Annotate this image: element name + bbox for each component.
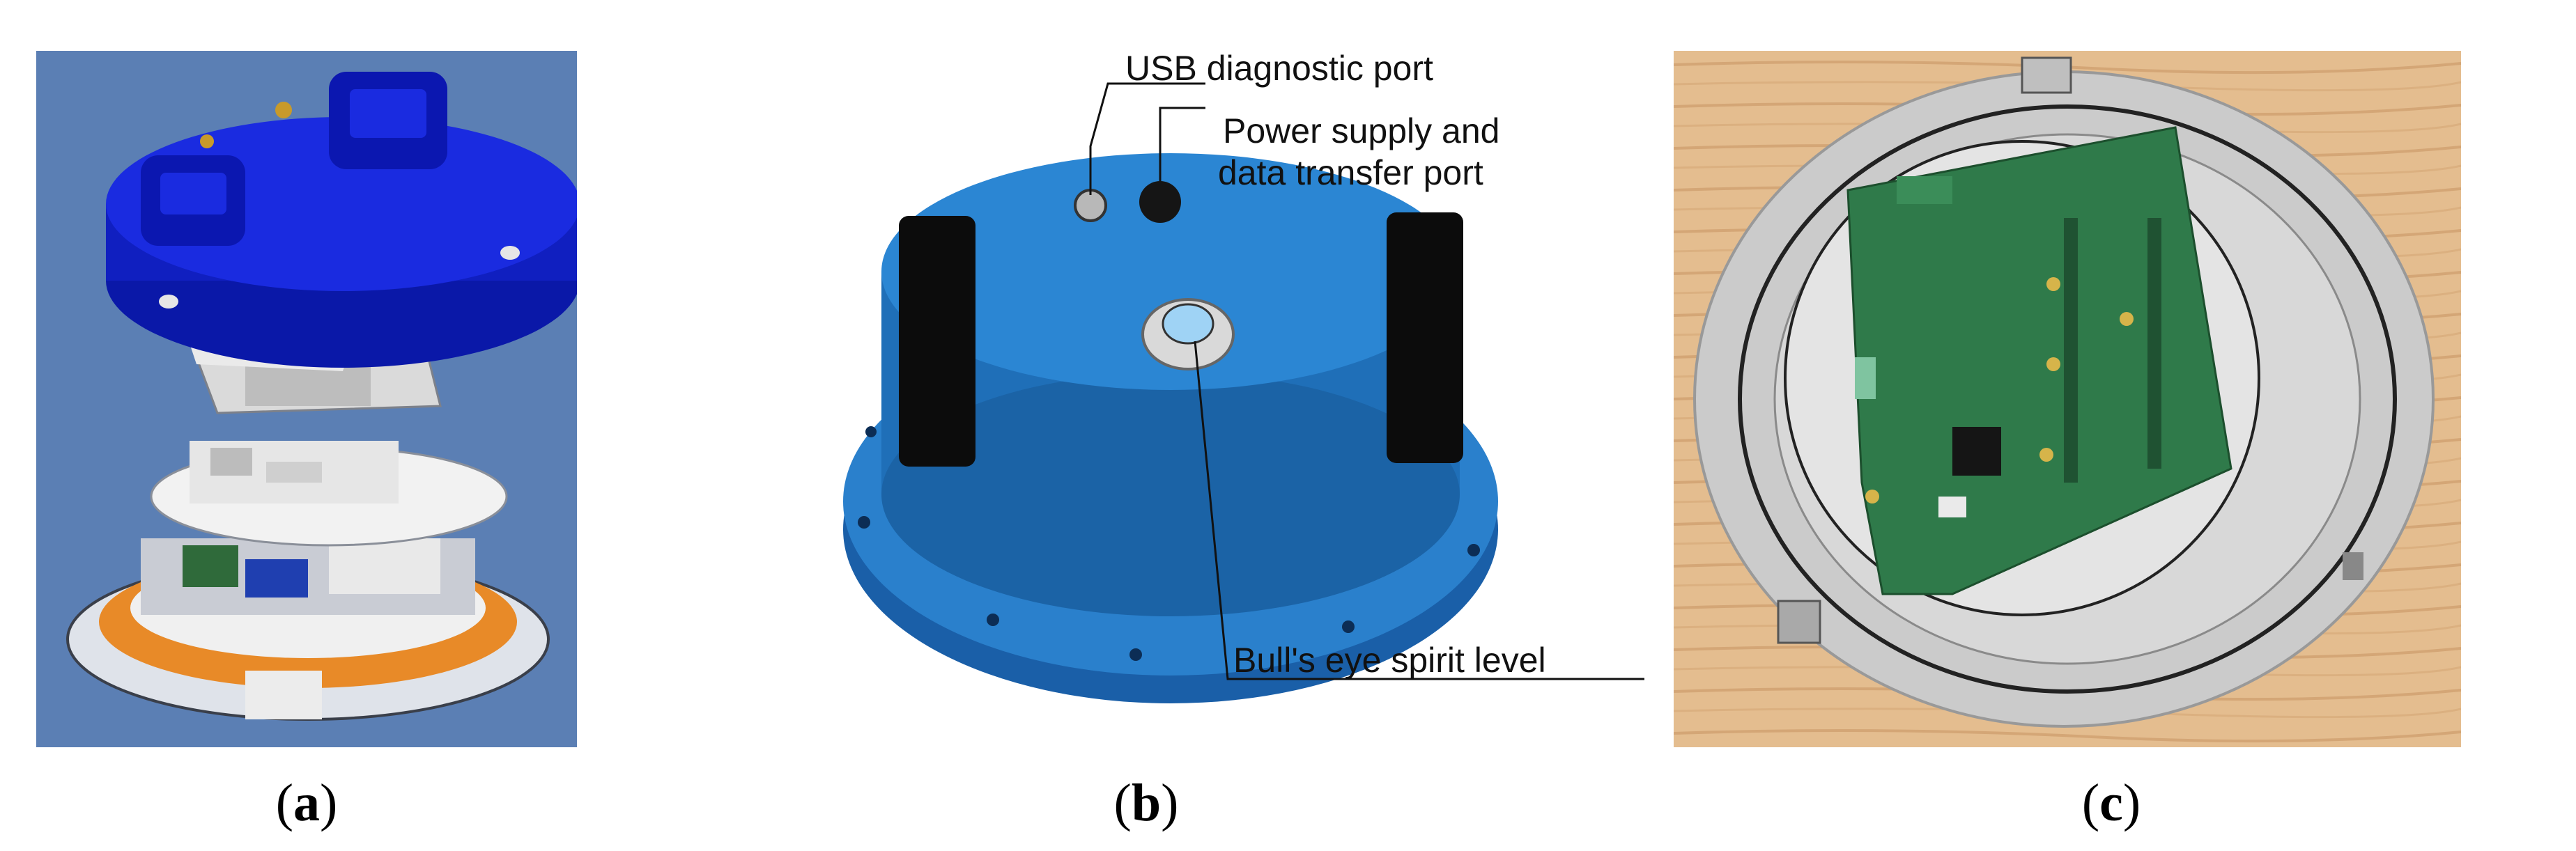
caption-a: (a): [275, 774, 338, 832]
caption-c: (c): [2081, 774, 2141, 832]
usb-port-callout: USB diagnostic port: [1125, 49, 1433, 88]
circuit-board-photo: [1674, 51, 2461, 747]
exploded-housing-render: [36, 51, 577, 747]
assembled-housing-photo: USB diagnostic port Power supply and dat…: [815, 42, 1644, 747]
panel-a-render-image: [36, 51, 577, 747]
power-port-callout-line2: data transfer port: [1218, 153, 1483, 192]
power-port-callout-line1: Power supply and: [1223, 111, 1499, 150]
panel-b-photo-image: USB diagnostic port Power supply and dat…: [815, 42, 1644, 747]
spirit-level-callout: Bull's eye spirit level: [1233, 641, 1546, 680]
panel-c-photo-image: [1674, 51, 2461, 747]
caption-b: (b): [1113, 774, 1179, 832]
